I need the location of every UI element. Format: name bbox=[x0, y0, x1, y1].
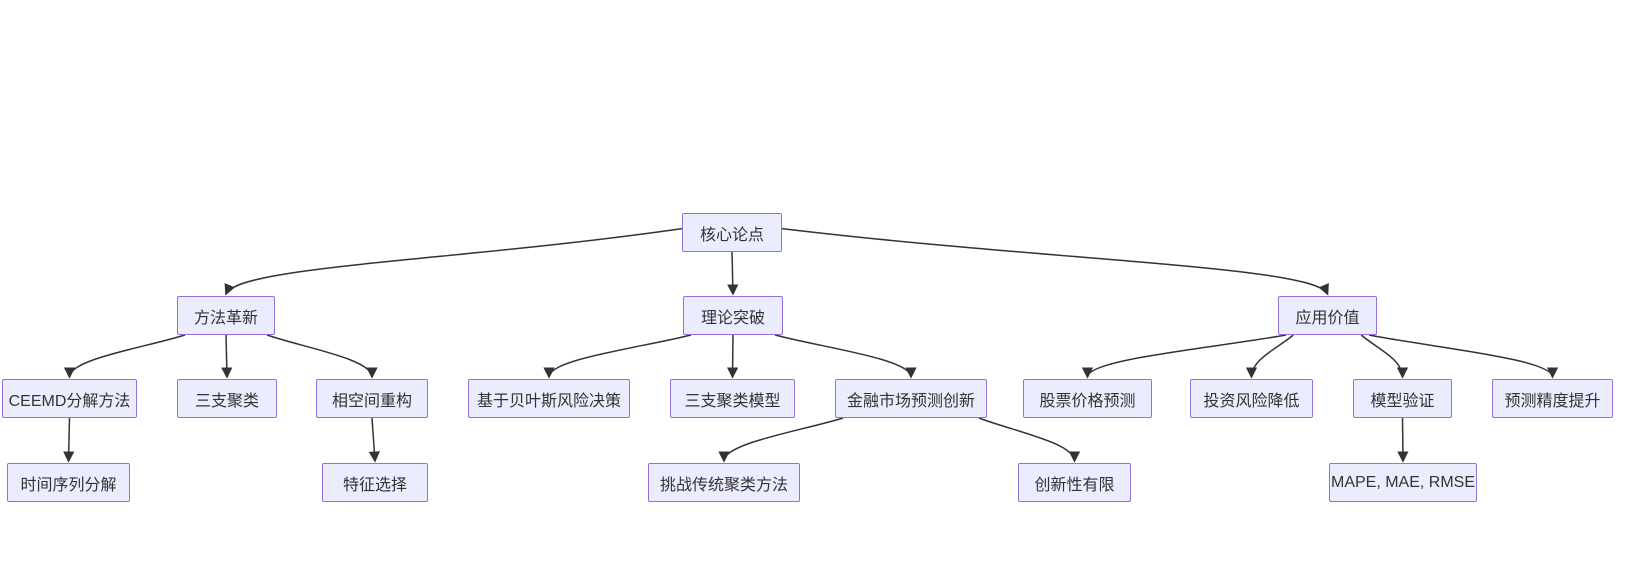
node-bayesian: 基于贝叶斯风险决策 bbox=[468, 379, 630, 418]
node-challenge: 挑战传统聚类方法 bbox=[648, 463, 800, 502]
node-label: 创新性有限 bbox=[1034, 476, 1115, 494]
node-label: MAPE, MAE, RMSE bbox=[1330, 473, 1476, 491]
node-label: 基于贝叶斯风险决策 bbox=[476, 392, 621, 410]
node-metrics: MAPE, MAE, RMSE bbox=[1329, 463, 1477, 502]
edge-application-risk bbox=[1245, 334, 1294, 379]
node-label: 模型验证 bbox=[1370, 392, 1435, 410]
node-label: 特征选择 bbox=[342, 476, 407, 494]
edge-core-method bbox=[224, 227, 683, 296]
edge-phase-space-feature bbox=[368, 417, 380, 463]
node-label: 挑战传统聚类方法 bbox=[659, 476, 788, 494]
edge-theory-bayesian bbox=[543, 334, 692, 379]
edge-application-stock bbox=[1081, 334, 1287, 379]
node-application: 应用价值 bbox=[1278, 296, 1377, 335]
node-validation: 模型验证 bbox=[1353, 379, 1452, 418]
node-label: 时间序列分解 bbox=[20, 476, 117, 494]
node-twc-model: 三支聚类模型 bbox=[670, 379, 795, 418]
node-phase-space: 相空间重构 bbox=[316, 379, 428, 418]
edge-ceemd-ts-decomp bbox=[63, 417, 75, 463]
node-label: 相空间重构 bbox=[331, 392, 412, 410]
node-ceemd: CEEMD分解方法 bbox=[2, 379, 137, 418]
edge-theory-twc-model bbox=[726, 334, 739, 379]
node-theory: 理论突破 bbox=[683, 296, 783, 335]
node-core: 核心论点 bbox=[682, 213, 782, 252]
edge-fin-innov-limited bbox=[978, 417, 1081, 463]
edge-method-phase-space bbox=[266, 334, 378, 379]
node-method: 方法革新 bbox=[177, 296, 275, 335]
node-stock: 股票价格预测 bbox=[1023, 379, 1152, 418]
node-label: 方法革新 bbox=[193, 309, 258, 327]
node-feature: 特征选择 bbox=[322, 463, 428, 502]
node-three-way: 三支聚类 bbox=[177, 379, 277, 418]
node-risk: 投资风险降低 bbox=[1190, 379, 1313, 418]
node-label: 投资风险降低 bbox=[1203, 392, 1300, 410]
edge-core-application bbox=[781, 227, 1329, 296]
node-label: 核心论点 bbox=[699, 226, 764, 244]
edge-fin-innov-challenge bbox=[718, 417, 844, 463]
node-label: 应用价值 bbox=[1295, 309, 1360, 327]
node-label: 股票价格预测 bbox=[1039, 392, 1136, 410]
node-fin-innov: 金融市场预测创新 bbox=[835, 379, 987, 418]
node-limited: 创新性有限 bbox=[1018, 463, 1131, 502]
edge-method-ceemd bbox=[63, 334, 186, 379]
node-label: 三支聚类 bbox=[194, 392, 259, 410]
node-label: 预测精度提升 bbox=[1504, 392, 1601, 410]
node-label: 三支聚类模型 bbox=[684, 392, 781, 410]
edge-method-three-way bbox=[221, 334, 233, 379]
edge-application-accuracy bbox=[1368, 334, 1559, 379]
node-label: 理论突破 bbox=[700, 309, 765, 327]
edge-application-validation bbox=[1360, 334, 1409, 379]
node-ts-decomp: 时间序列分解 bbox=[7, 463, 130, 502]
node-accuracy: 预测精度提升 bbox=[1492, 379, 1613, 418]
edge-theory-fin-innov bbox=[774, 334, 917, 379]
edge-validation-metrics bbox=[1397, 417, 1409, 463]
node-label: CEEMD分解方法 bbox=[8, 392, 131, 410]
edge-core-theory bbox=[727, 251, 739, 296]
node-label: 金融市场预测创新 bbox=[846, 392, 975, 410]
